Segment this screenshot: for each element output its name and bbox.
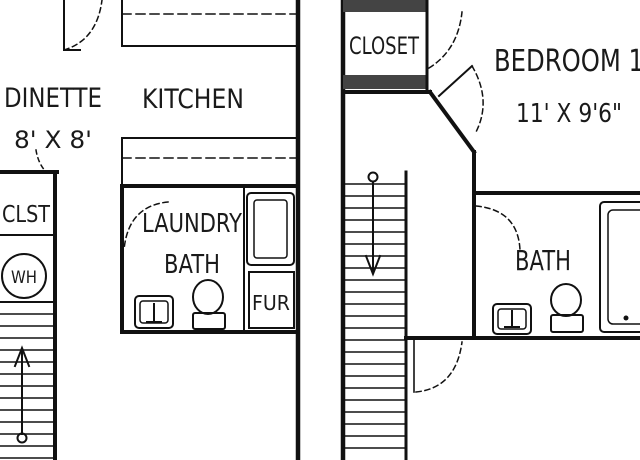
right-stairs-down-arrow (364, 171, 382, 277)
laundry-toilet (192, 279, 226, 330)
dinette-door-swing (35, 149, 48, 174)
kitchen-label: KITCHEN (142, 84, 244, 115)
laundry-bath-room (120, 184, 300, 334)
kitchen-counter-upper (121, 0, 297, 47)
bath-sink (492, 303, 532, 335)
left-stairs (0, 313, 56, 459)
kitchen-counter-lower (121, 137, 297, 187)
laundry-label: LAUNDRY (142, 209, 242, 239)
closet-door-swing (427, 11, 463, 70)
laundry-tub (246, 192, 295, 266)
laundry-bath-label: BATH (164, 250, 220, 280)
closet-label: CLOSET (349, 32, 419, 60)
corridor-wall (341, 89, 477, 340)
water-heater (1, 253, 47, 299)
furnace-box (248, 271, 295, 329)
lower-door-swing (415, 341, 463, 393)
right-stairs (342, 183, 407, 449)
wh-label: WH (11, 268, 37, 288)
dinette-size: 8' X 8' (14, 126, 92, 154)
bath-door-swing (475, 205, 521, 251)
clst-room (0, 170, 59, 460)
closet-room (343, 0, 429, 91)
bathtub (599, 201, 640, 333)
bedroom-door (437, 64, 484, 134)
bedroom-size: 11' X 9'6" (516, 99, 622, 129)
laundry-door-swing (123, 201, 169, 251)
laundry-sink (134, 295, 174, 329)
bedroom-label: BEDROOM 1 (494, 44, 640, 79)
clst-label: CLST (2, 202, 51, 228)
bath-room (404, 191, 640, 340)
bath-label: BATH (515, 244, 571, 277)
left-stairs-up-arrow (13, 345, 31, 444)
fur-label: FUR (252, 291, 290, 315)
dinette-door (63, 0, 103, 51)
bath-toilet (550, 283, 584, 333)
labels: DINETTE 8' X 8' KITCHEN CLST WH LAUNDRY … (2, 32, 640, 315)
dinette-label: DINETTE (4, 83, 102, 114)
